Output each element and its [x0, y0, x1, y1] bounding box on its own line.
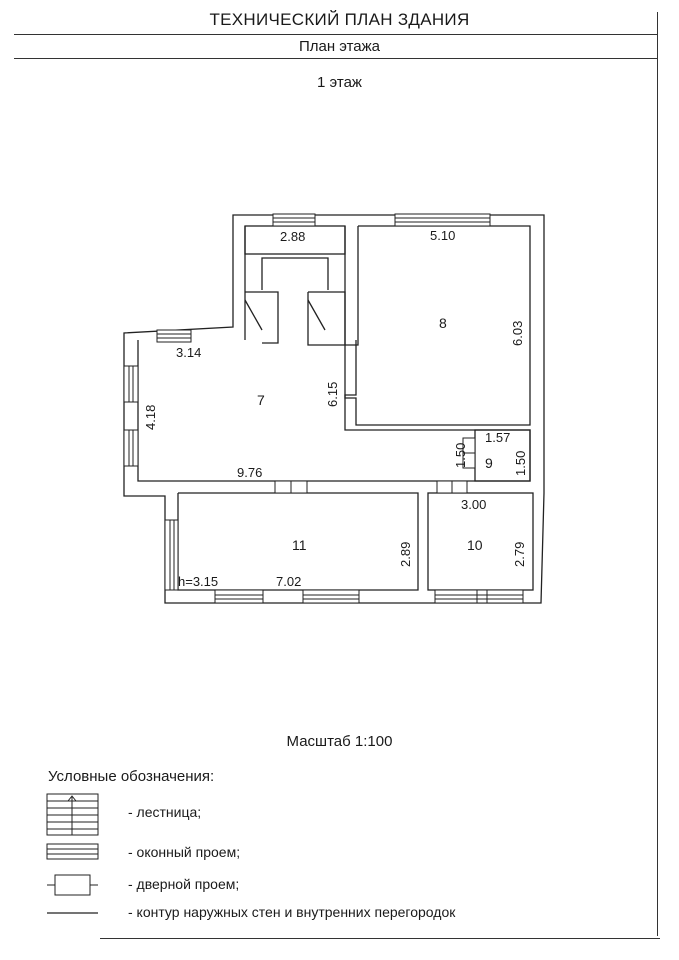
dimension-label: 1.57 — [485, 430, 510, 445]
legend-window-label: - оконный проем; — [128, 844, 241, 860]
window-symbol — [214, 589, 264, 604]
window-symbol — [394, 213, 491, 227]
ceiling-height-label: h=3.15 — [178, 574, 218, 589]
window-symbol — [164, 519, 179, 591]
room-number: 11 — [292, 537, 307, 553]
window-symbol — [434, 589, 524, 604]
header-line-bottom — [14, 58, 658, 59]
legend-stair-symbol — [46, 793, 99, 836]
legend-title: Условные обозначения: — [48, 768, 215, 785]
room-7-inner-wall — [137, 340, 531, 482]
dimension-label: 3.14 — [176, 345, 201, 360]
scale-label: Масштаб 1:100 — [286, 733, 393, 750]
dimension-label: 1.50 — [453, 443, 468, 468]
window-symbol — [272, 213, 316, 227]
legend-door-symbol — [47, 874, 98, 896]
frame-right-line — [657, 12, 658, 936]
dimension-label: 2.89 — [398, 542, 413, 567]
window-symbol — [123, 365, 139, 403]
stair-flight-right — [307, 291, 346, 346]
dimension-label: 3.00 — [461, 497, 486, 512]
dimension-label: 5.10 — [430, 228, 455, 243]
room-number: 10 — [467, 537, 483, 553]
legend-stair-label: - лестница; — [128, 804, 202, 820]
legend-door-label: - дверной проем; — [128, 876, 240, 892]
dimension-label: 6.15 — [325, 382, 340, 407]
document-subtitle: План этажа — [298, 38, 381, 55]
window-symbol — [156, 329, 192, 343]
dimension-label: 6.03 — [510, 321, 525, 346]
dimension-label: 1.50 — [513, 451, 528, 476]
legend-wall-label: - контур наружных стен и внутренних пере… — [128, 904, 456, 920]
stair-flight-left — [245, 291, 279, 344]
header-line-top — [14, 34, 658, 35]
dimension-label: 2.79 — [512, 542, 527, 567]
legend-window-symbol — [46, 843, 99, 860]
document-title: ТЕХНИЧЕСКИЙ ПЛАН ЗДАНИЯ — [209, 10, 470, 29]
dimension-label: 2.88 — [280, 229, 305, 244]
room-number: 7 — [257, 392, 265, 408]
dimension-label: 4.18 — [143, 405, 158, 430]
room-8-wall — [344, 225, 531, 426]
window-symbol — [123, 429, 139, 467]
room-number: 9 — [485, 455, 493, 471]
room-number: 8 — [439, 315, 447, 331]
dimension-label: 7.02 — [276, 574, 301, 589]
dimension-label: 9.76 — [237, 465, 262, 480]
floor-label: 1 этаж — [317, 74, 362, 91]
window-symbol — [302, 589, 360, 604]
frame-bottom-line — [100, 938, 660, 939]
